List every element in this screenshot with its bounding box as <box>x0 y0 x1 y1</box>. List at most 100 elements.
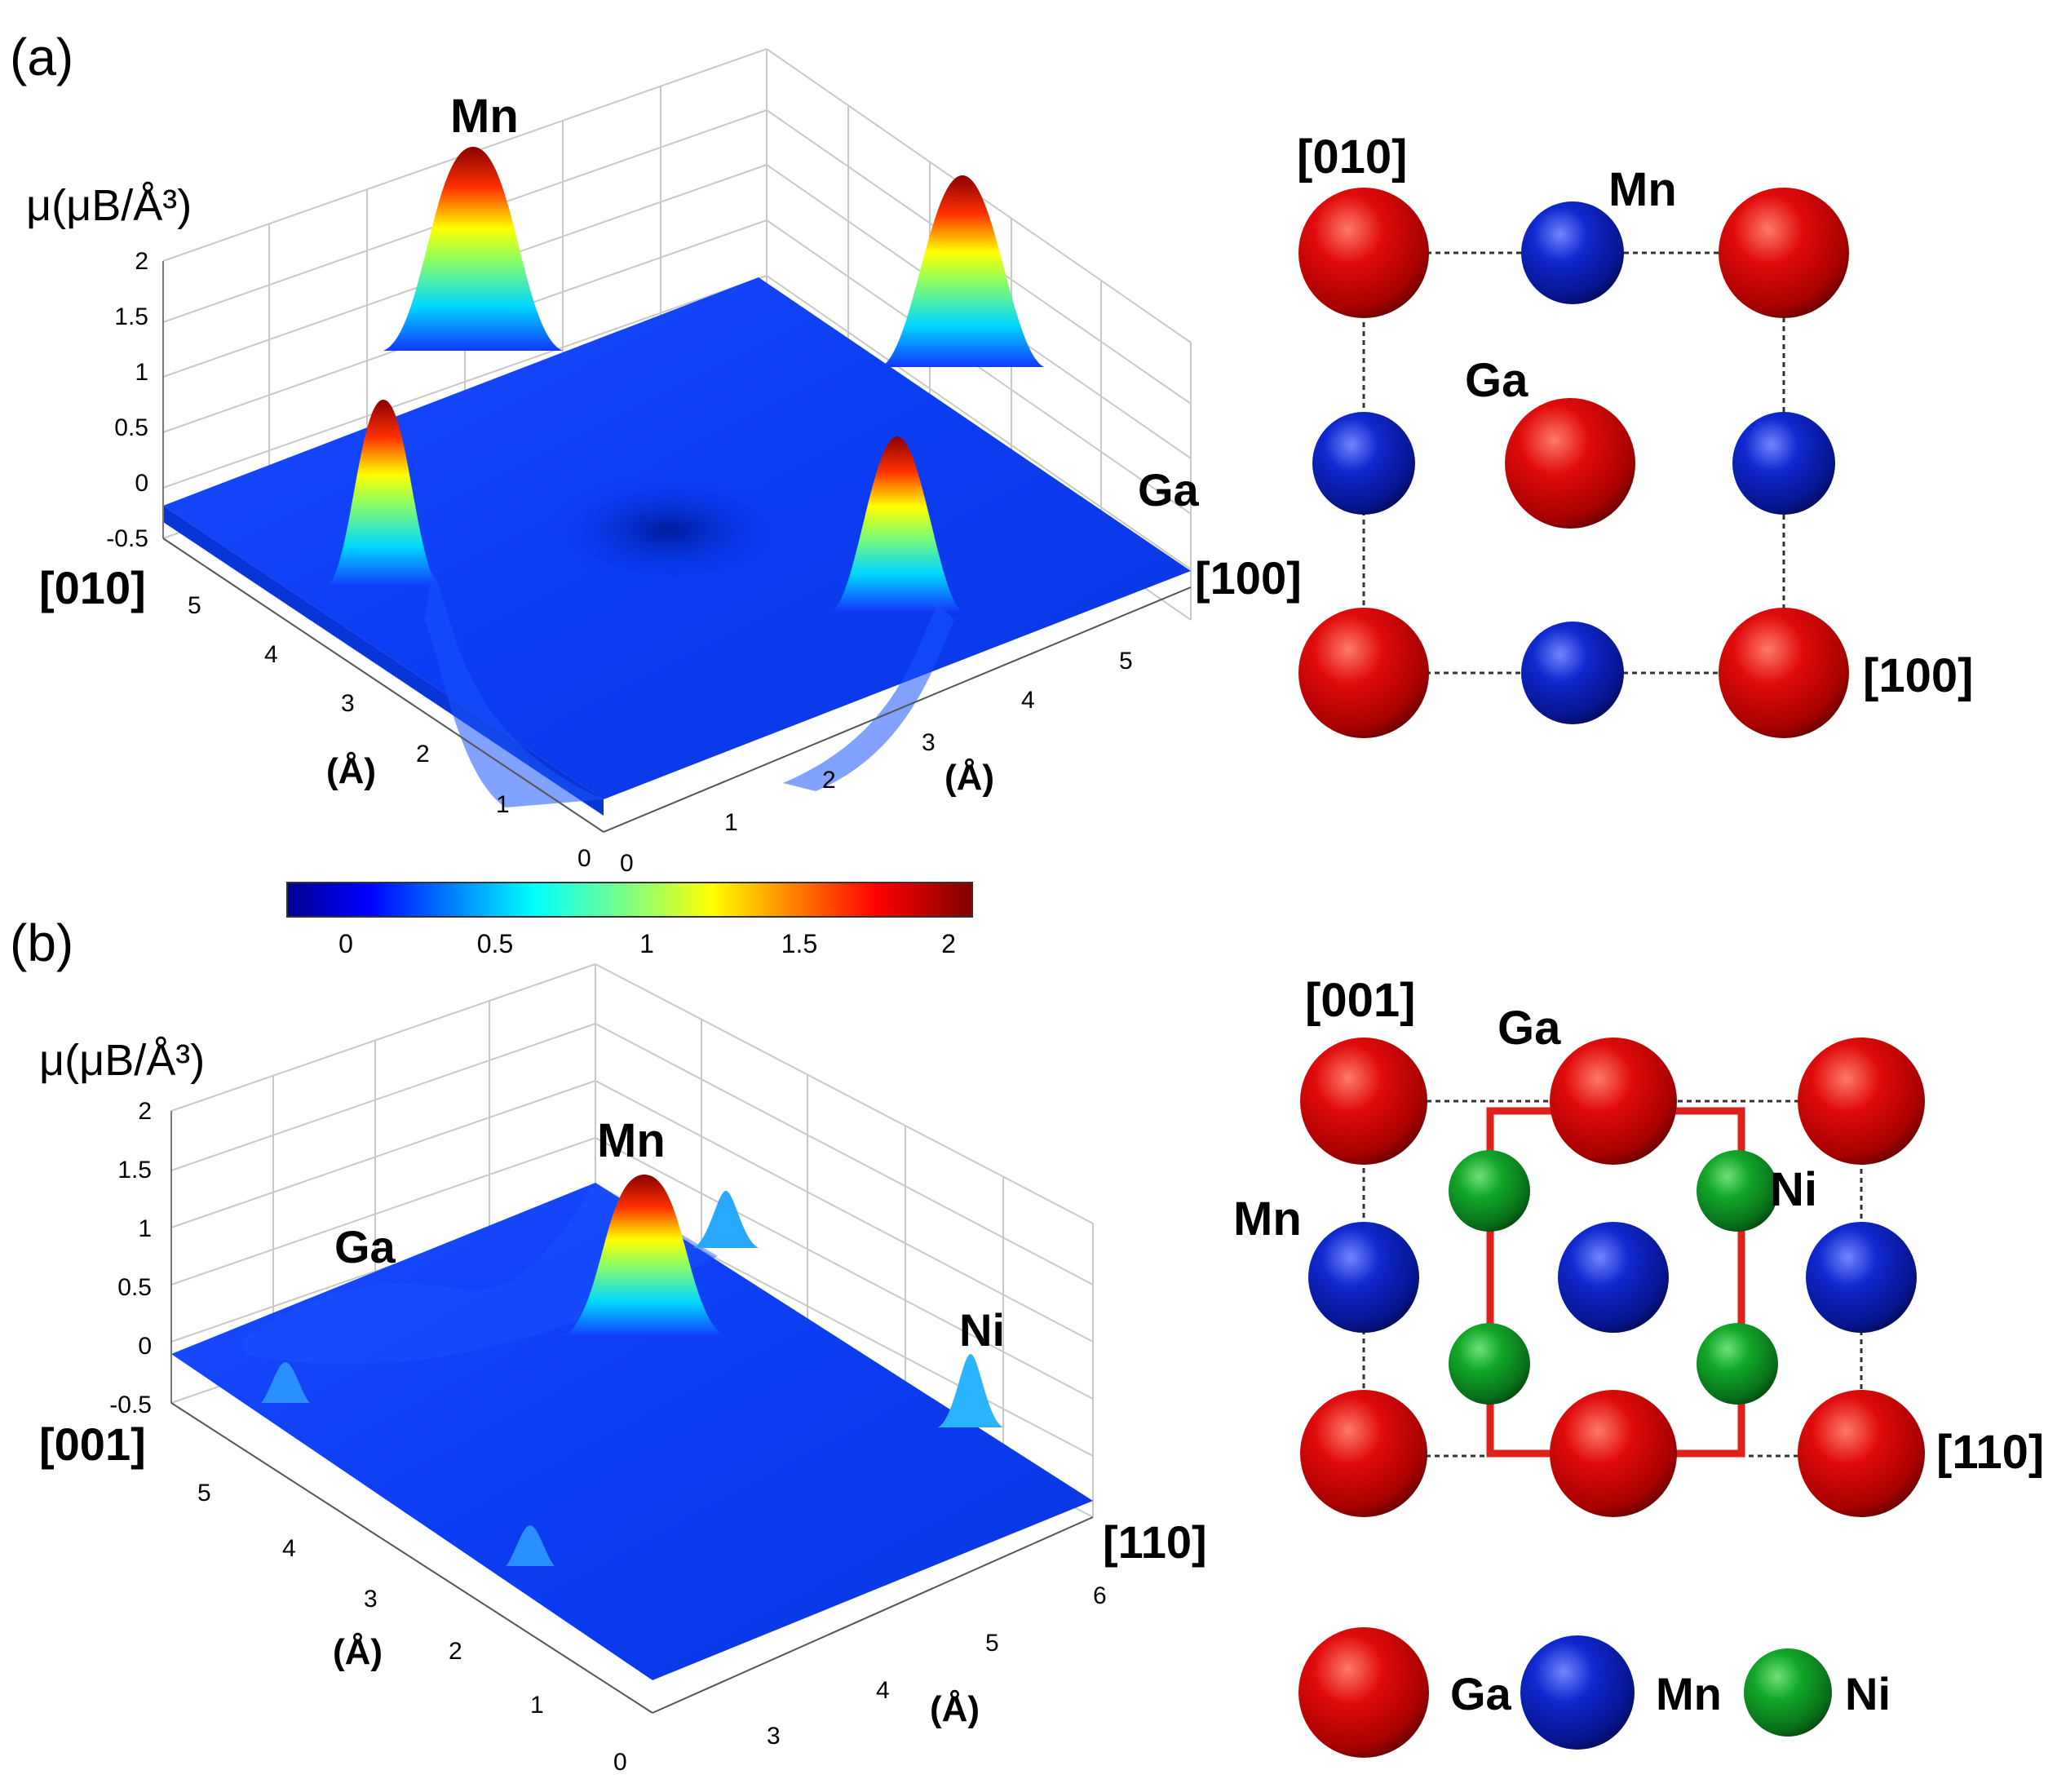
panel-a-right-unit: (Å) <box>945 758 994 798</box>
atom-mn <box>1312 412 1415 515</box>
panel-a-right-tick: 4 <box>1021 687 1035 714</box>
panel-a-right-tick: 0 <box>620 850 634 877</box>
atom-ga <box>1505 398 1635 529</box>
panel-a-lattice-direction-right: [100] <box>1863 649 1973 702</box>
peak-b-small2 <box>506 1525 555 1566</box>
panel-a-right-direction: [100] <box>1195 552 1302 604</box>
atom-ga <box>1550 1038 1677 1165</box>
panel-a-z-axis: μ(μB/Å³) 2 1.5 1 0.5 0 -0.5 <box>26 181 192 552</box>
panel-b-right-tick: 4 <box>876 1677 890 1704</box>
atom-ga <box>1719 188 1849 318</box>
panel-a-z-tick: 1 <box>135 359 148 386</box>
panel-b-label: (b) <box>10 914 73 972</box>
peak-a4 <box>832 436 962 612</box>
atom-ga <box>1550 1390 1677 1517</box>
panel-a-left-tick: 3 <box>341 690 355 717</box>
panel-b-z-tick: 2 <box>138 1098 152 1125</box>
peak-mn-b <box>563 1175 726 1338</box>
panel-b-lattice: [001] [110] Ga Mn Ni <box>1233 974 2044 1517</box>
colorbar-tick: 0 <box>338 929 353 958</box>
panel-a-z-tick: 0.5 <box>114 414 148 441</box>
peak-a2 <box>881 175 1044 367</box>
atom-ni <box>1449 1150 1530 1232</box>
panel-a-lattice-label-mn: Mn <box>1608 163 1677 216</box>
legend-mn-swatch <box>1520 1635 1635 1750</box>
panel-b-right-tick: 3 <box>767 1723 781 1750</box>
panel-b-right-tick: 5 <box>985 1630 999 1657</box>
colorbar-tick: 1.5 <box>781 929 817 958</box>
panel-a-left-tick: 4 <box>264 641 278 668</box>
atom-mn <box>1521 201 1624 304</box>
panel-b-z-tick: 0.5 <box>117 1274 152 1301</box>
legend-ni-swatch <box>1744 1648 1832 1737</box>
colorbar-tick: 1 <box>639 929 654 958</box>
panel-a-peak-label-ga: Ga <box>1138 464 1200 515</box>
panel-a-right-tick: 1 <box>724 809 738 836</box>
peak-mn-a1 <box>383 147 563 351</box>
atom-mn <box>1806 1222 1917 1333</box>
panel-b-lattice-label-ni: Ni <box>1770 1163 1817 1216</box>
legend-mn-label: Mn <box>1656 1668 1722 1719</box>
panel-a-right-axis: [100] (Å) 0 1 2 3 4 5 <box>603 552 1302 877</box>
panel-a-left-tick: 0 <box>577 845 591 872</box>
colorbar-tick: 0.5 <box>477 929 513 958</box>
panel-b-z-tick: 1 <box>138 1215 152 1242</box>
panel-a-left-axis: [010] (Å) 0 1 2 3 4 5 <box>39 538 604 872</box>
panel-b-left-tick: 4 <box>282 1535 296 1562</box>
atom-ga <box>1798 1038 1925 1165</box>
panel-b-right-tick: 6 <box>1093 1582 1107 1609</box>
legend-ni-label: Ni <box>1845 1668 1891 1719</box>
atom-ga <box>1719 608 1849 738</box>
panel-a-left-direction: [010] <box>39 562 146 613</box>
atom-ga <box>1298 608 1429 738</box>
panel-a-left-unit: (Å) <box>326 751 376 791</box>
peak-ni-b <box>938 1354 1003 1427</box>
panel-b-left-tick: 5 <box>197 1480 211 1507</box>
panel-b-z-tick: 0 <box>138 1333 152 1360</box>
atom-ni <box>1697 1323 1778 1405</box>
colorbar: 0 0.5 1 1.5 2 <box>286 882 973 958</box>
panel-a-surface <box>163 147 1191 816</box>
atom-ga <box>1798 1390 1925 1517</box>
panel-a-label: (a) <box>10 28 73 86</box>
panel-b-left-tick: 0 <box>613 1749 627 1776</box>
panel-a-peak-label-mn: Mn <box>450 90 519 143</box>
panel-a-right-tick: 3 <box>922 729 936 756</box>
panel-b-surface <box>171 1175 1093 1680</box>
panel-a-lattice: [010] [100] Mn Ga <box>1297 131 1973 738</box>
panel-b-left-tick: 3 <box>364 1586 378 1613</box>
legend-ga-label: Ga <box>1450 1668 1512 1719</box>
panel-b-z-tick: -0.5 <box>109 1392 152 1418</box>
panel-a-right-tick: 2 <box>822 767 836 794</box>
panel-a-left-tick: 5 <box>188 592 201 619</box>
panel-b-lattice-label-mn: Mn <box>1233 1192 1302 1246</box>
panel-a-left-tick: 1 <box>496 791 510 818</box>
panel-b-left-direction: [001] <box>39 1418 146 1470</box>
panel-b-peak-label-ni: Ni <box>959 1304 1005 1356</box>
peak-ga-b-small <box>261 1362 310 1403</box>
legend-ga-swatch <box>1298 1627 1429 1758</box>
legend: Ga Mn Ni <box>1298 1627 1891 1758</box>
panel-a-z-tick: 0 <box>135 470 148 497</box>
atom-ni <box>1697 1150 1778 1232</box>
panel-a-z-tick: -0.5 <box>106 525 148 552</box>
panel-b-left-unit: (Å) <box>333 1632 383 1672</box>
atom-ga <box>1300 1390 1427 1517</box>
panel-b-lattice-label-ga: Ga <box>1498 1002 1561 1055</box>
atom-mn <box>1732 412 1835 515</box>
panel-a-z-tick: 2 <box>135 248 148 275</box>
panel-b-right-unit: (Å) <box>930 1689 980 1729</box>
atom-mn <box>1521 622 1624 724</box>
colorbar-tick: 2 <box>941 929 956 958</box>
atom-mn <box>1558 1222 1669 1333</box>
panel-b-right-direction: [110] <box>1103 1516 1207 1568</box>
panel-a-lattice-label-ga: Ga <box>1465 354 1528 407</box>
panel-b-z-label: μ(μB/Å³) <box>39 1036 205 1085</box>
panel-b-peak-label-mn: Mn <box>597 1114 666 1167</box>
panel-b-peak-label-ga: Ga <box>334 1221 396 1272</box>
panel-b: (b) <box>10 914 1207 1776</box>
peak-b-small <box>693 1191 759 1248</box>
panel-a-lattice-direction-top: [010] <box>1297 131 1407 184</box>
panel-a-z-label: μ(μB/Å³) <box>26 181 192 230</box>
panel-b-z-tick: 1.5 <box>117 1157 152 1184</box>
